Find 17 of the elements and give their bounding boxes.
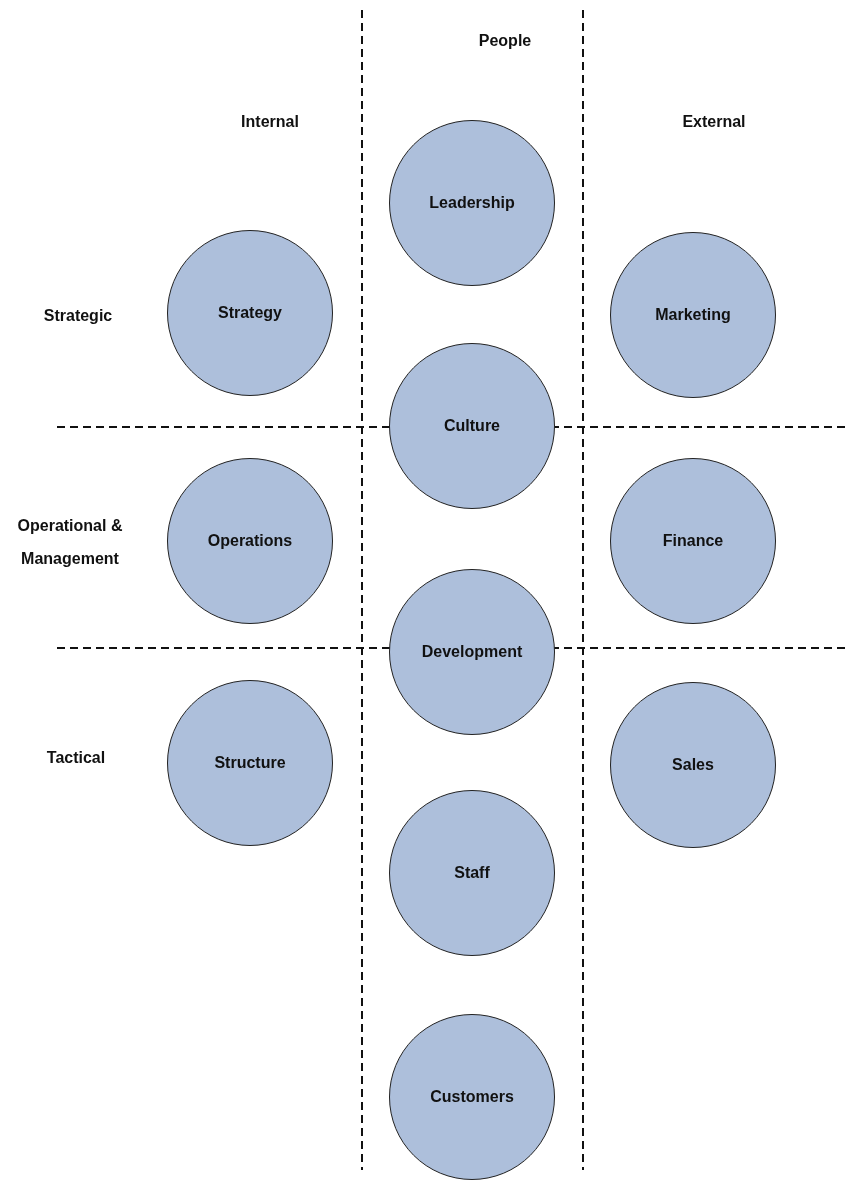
row-heading: Operational & Management	[16, 516, 124, 569]
node-label: Structure	[214, 754, 286, 772]
node-label: Development	[421, 643, 523, 661]
node-label: Staff	[454, 864, 490, 882]
node-label: Leadership	[429, 194, 515, 212]
row-heading: Tactical	[46, 747, 106, 768]
node-label: Customers	[430, 1088, 514, 1106]
node-label: Sales	[672, 756, 714, 774]
node-label: Culture	[444, 417, 500, 435]
column-heading: People	[478, 30, 532, 51]
node-label: Operations	[207, 532, 293, 550]
column-heading: External	[682, 111, 746, 132]
node-label: Marketing	[655, 306, 731, 324]
node-label: Finance	[662, 532, 724, 550]
column-heading: Internal	[241, 111, 299, 132]
row-heading: Strategic	[43, 305, 113, 326]
node-label: Strategy	[218, 304, 282, 322]
